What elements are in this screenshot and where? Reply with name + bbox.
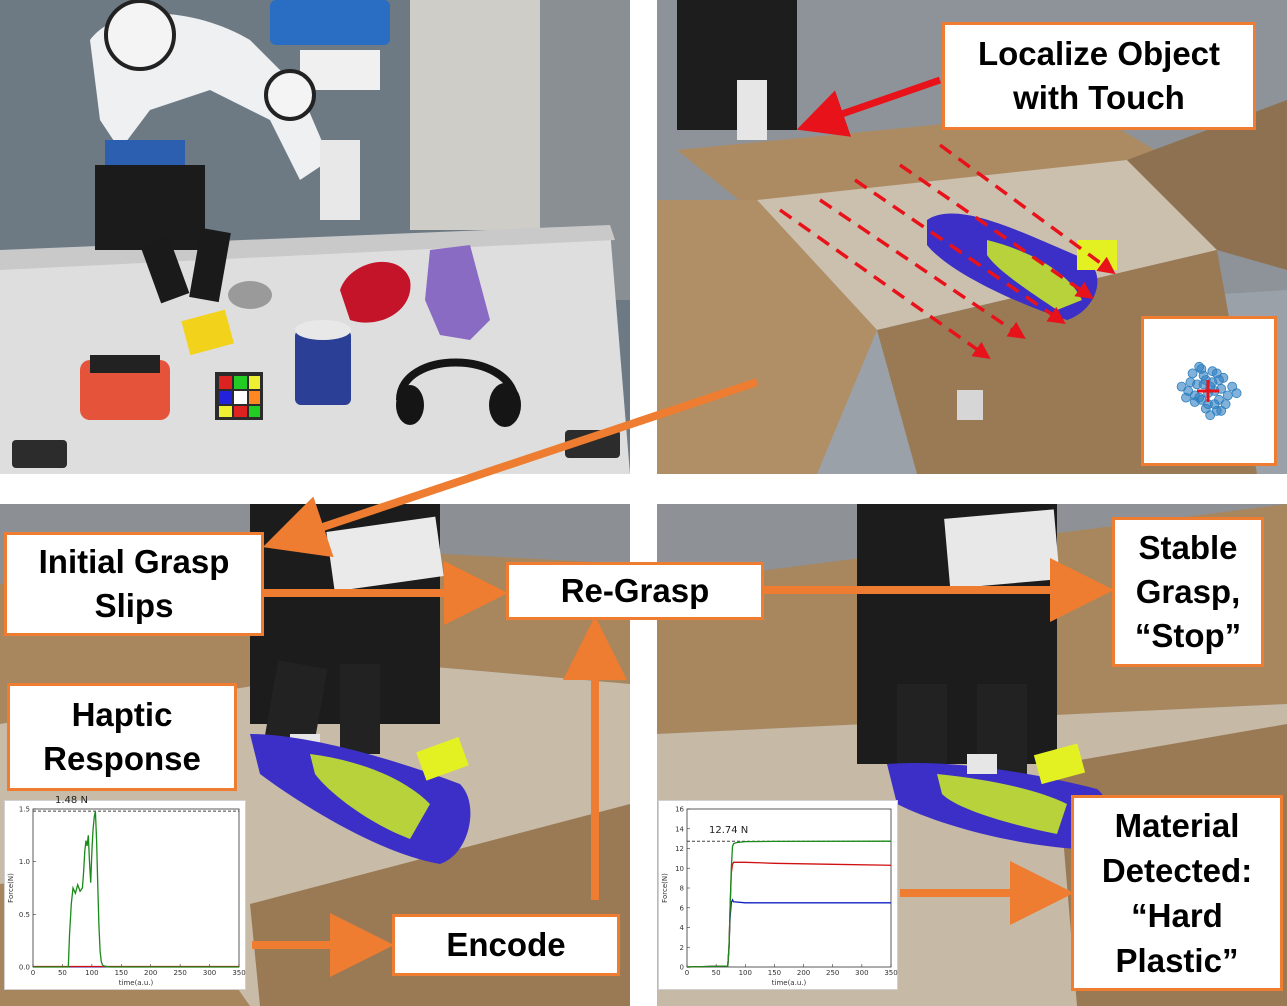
localization-point xyxy=(1231,388,1242,399)
y-axis-label: Force(N) xyxy=(661,873,669,903)
y-tick-label: 0.0 xyxy=(19,964,30,972)
label-localize-object: Localize Object with Touch xyxy=(942,22,1256,130)
localization-point xyxy=(1189,390,1200,401)
y-tick-label: 1.0 xyxy=(19,858,30,866)
x-tick-label: 200 xyxy=(797,969,810,977)
x-tick-label: 0 xyxy=(31,969,35,977)
x-tick-label: 300 xyxy=(855,969,868,977)
x-tick-label: 150 xyxy=(115,969,128,977)
localization-point xyxy=(1214,394,1224,405)
localization-point xyxy=(1194,361,1205,372)
y-tick-label: 4 xyxy=(680,924,685,932)
label-initial-line2: Slips xyxy=(94,587,174,624)
localization-point xyxy=(1187,368,1198,379)
y-tick-label: 6 xyxy=(680,904,685,912)
label-regrasp: Re-Grasp xyxy=(506,562,764,620)
force-series-line xyxy=(686,861,892,968)
label-initial-line1: Initial Grasp xyxy=(38,543,230,580)
y-tick-label: 0 xyxy=(680,964,684,972)
y-tick-label: 16 xyxy=(675,806,684,814)
y-tick-label: 0.5 xyxy=(19,911,30,919)
localization-scatter-inset xyxy=(1141,316,1277,466)
y-tick-label: 12 xyxy=(675,845,684,853)
robot-table-scene xyxy=(0,0,630,474)
label-haptic-line1: Haptic xyxy=(71,696,173,733)
x-tick-label: 100 xyxy=(85,969,98,977)
label-material-line2: Detected: xyxy=(1101,852,1253,889)
x-tick-label: 250 xyxy=(826,969,839,977)
haptic-response-chart: 0 50 100 150 200 250 300 350 0.0 0.5 1.0 1.5 time(a.… xyxy=(7,795,246,987)
material-force-chart: 0 50 100 150 200 250 300 350 0 2 4 6 8 10 12 14 16 time(a… xyxy=(661,806,898,988)
y-axis-label: Force(N) xyxy=(7,873,15,903)
localization-point xyxy=(1176,381,1187,392)
x-tick-label: 150 xyxy=(768,969,781,977)
haptic-response-plot: 0 50 100 150 200 250 300 350 0.0 0.5 1.0 1.5 time(a.… xyxy=(4,795,246,990)
label-stable-line2: Grasp, xyxy=(1135,573,1241,610)
label-haptic-line2: Response xyxy=(43,740,201,777)
localization-point xyxy=(1222,390,1233,401)
label-material-line4: Plastic” xyxy=(1115,942,1239,979)
x-tick-label: 50 xyxy=(58,969,67,977)
localization-point xyxy=(1211,368,1222,379)
label-material-line1: Material xyxy=(1114,807,1240,844)
label-stable-grasp: Stable Grasp, “Stop” xyxy=(1112,517,1264,667)
y-tick-label: 14 xyxy=(675,825,684,833)
photo-robot-table xyxy=(0,0,630,474)
y-tick-label: 10 xyxy=(675,865,684,873)
x-tick-label: 350 xyxy=(232,969,245,977)
label-localize-line1: Localize Object xyxy=(977,35,1221,72)
x-axis-label: time(a.u.) xyxy=(119,979,154,987)
force-series-line xyxy=(686,898,891,968)
x-tick-label: 50 xyxy=(712,969,721,977)
localization-point xyxy=(1216,405,1227,416)
localization-scatter-chart xyxy=(1176,361,1242,421)
x-axis-label: time(a.u.) xyxy=(772,979,807,987)
label-material-detected: Material Detected: “Hard Plastic” xyxy=(1071,795,1283,991)
label-stable-line3: “Stop” xyxy=(1134,617,1242,654)
y-tick-label: 2 xyxy=(680,944,684,952)
label-encode-line1: Encode xyxy=(446,926,566,963)
label-haptic-response: Haptic Response xyxy=(7,683,237,791)
y-tick-label: 1.5 xyxy=(19,806,30,814)
x-tick-label: 100 xyxy=(739,969,752,977)
plot-frame xyxy=(32,808,240,968)
force-series-line xyxy=(686,840,892,968)
x-tick-label: 200 xyxy=(144,969,157,977)
material-force-plot: 0 50 100 150 200 250 300 350 0 2 4 6 8 10 12 14 16 time(a… xyxy=(658,800,898,990)
peak-force-annotation: 12.74 N xyxy=(709,825,748,836)
label-encode: Encode xyxy=(392,914,620,976)
x-tick-label: 250 xyxy=(173,969,186,977)
label-regrasp-line1: Re-Grasp xyxy=(560,572,710,609)
x-tick-label: 350 xyxy=(884,969,897,977)
localization-point xyxy=(1181,392,1191,403)
label-initial-grasp: Initial Grasp Slips xyxy=(4,532,264,636)
label-localize-line2: with Touch xyxy=(1013,79,1185,116)
x-tick-label: 300 xyxy=(203,969,216,977)
peak-force-annotation: 1.48 N xyxy=(55,795,88,806)
y-tick-label: 8 xyxy=(680,885,684,893)
force-series-line xyxy=(33,810,239,968)
label-material-line3: “Hard xyxy=(1131,897,1223,934)
localization-point xyxy=(1205,410,1216,421)
label-stable-line1: Stable xyxy=(1138,529,1238,566)
x-tick-label: 0 xyxy=(685,969,689,977)
